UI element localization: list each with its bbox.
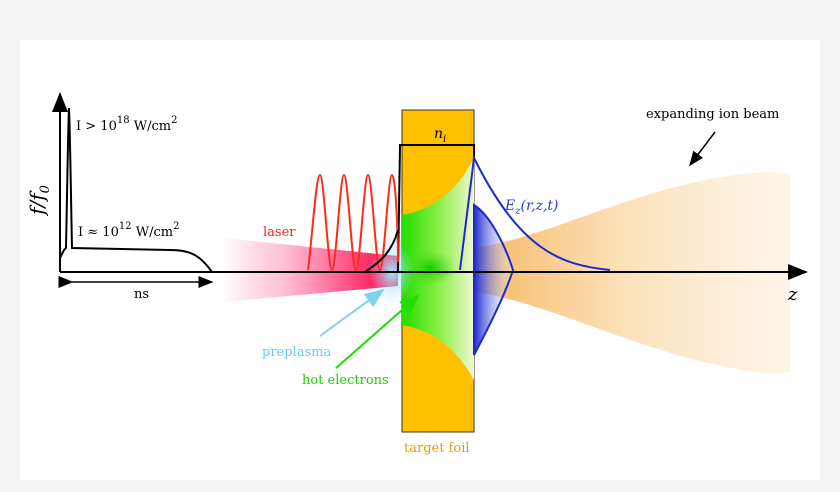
hot-electron-core xyxy=(404,250,456,286)
expanding-ion-beam-label: expanding ion beam xyxy=(646,107,779,122)
intensity-low-label: I ≈ 1012 W/cm2 xyxy=(78,221,179,240)
field-gaussian xyxy=(473,203,515,356)
target-foil-label: target foil xyxy=(404,441,470,456)
z-axis-label: z xyxy=(787,284,798,305)
preplasma-label: preplasma xyxy=(262,345,331,360)
time-scale-label: ns xyxy=(134,287,149,302)
laser-beam xyxy=(222,238,398,302)
interaction-curve xyxy=(364,229,399,273)
hot-electrons-arrow xyxy=(335,294,420,369)
field-decay-curve xyxy=(459,154,611,271)
laser-wave xyxy=(307,173,399,272)
preplasma-arrow xyxy=(319,288,385,337)
laser-label: laser xyxy=(263,225,296,240)
field-label: Ez(r,z,t) xyxy=(504,198,559,217)
ion-density-label: ni xyxy=(434,126,446,145)
ion-density-profile xyxy=(397,144,475,273)
pulse-shape xyxy=(59,107,213,273)
intensity-high-label: I > 1018 W/cm2 xyxy=(76,115,177,134)
hot-electrons-label: hot electrons xyxy=(302,373,389,388)
ion-beam-arrow xyxy=(689,131,716,167)
